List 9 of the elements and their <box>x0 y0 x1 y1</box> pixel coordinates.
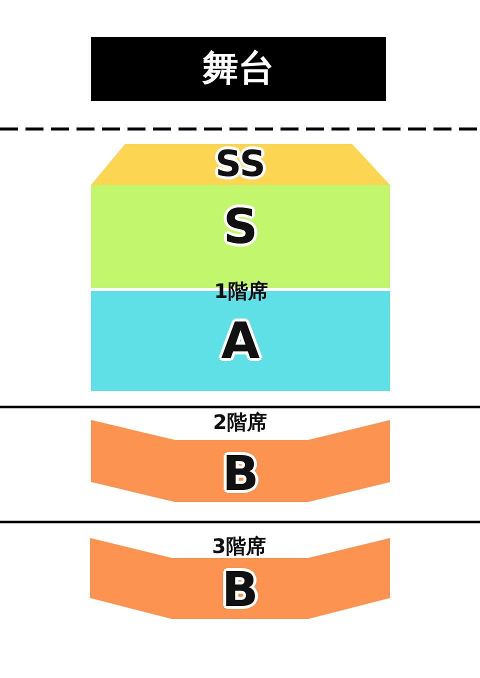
floor-label: 3階席 <box>212 536 266 556</box>
seat-rank-label: B <box>222 450 259 498</box>
seat-rank-label: S <box>223 203 258 251</box>
seat-rank-label: A <box>221 316 260 366</box>
seat-rank-label: B <box>222 566 258 614</box>
floor-label: 2階席 <box>213 412 267 432</box>
stage-block <box>91 37 386 101</box>
stage-label: 舞台 <box>202 51 274 87</box>
seat-rank-label: SS <box>215 147 266 183</box>
